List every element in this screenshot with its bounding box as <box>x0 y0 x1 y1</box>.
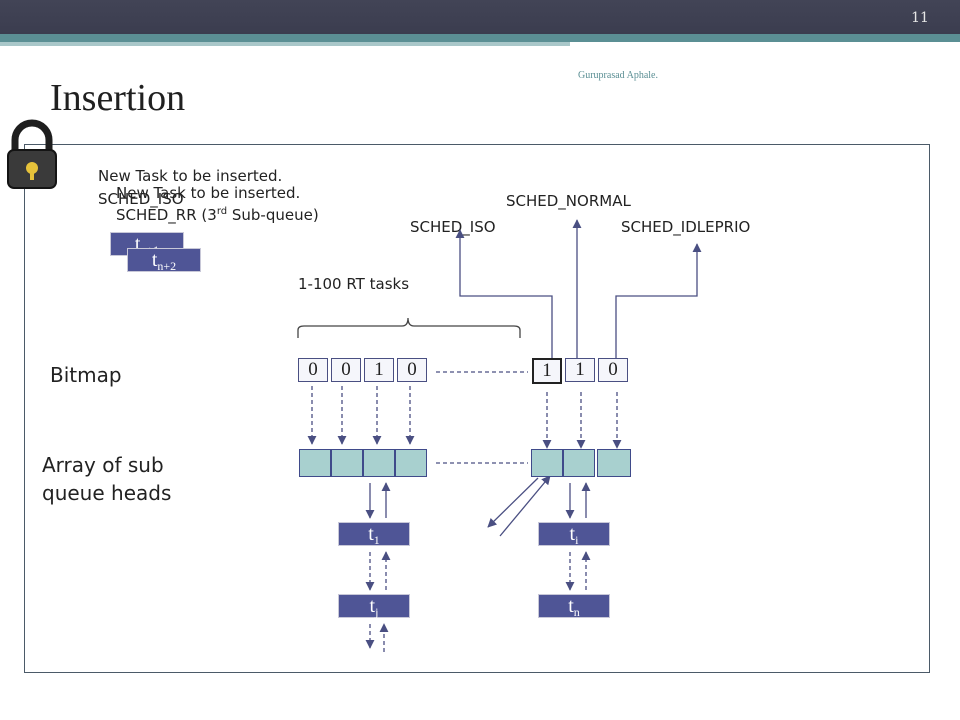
policy-iso-label: SCHED_ISO <box>410 218 496 236</box>
bitmap-cell: 0 <box>331 358 361 382</box>
new-task-label-1: New Task to be inserted. <box>98 167 283 185</box>
rt-tasks-label: 1-100 RT tasks <box>298 275 410 293</box>
diagram-frame <box>24 144 930 673</box>
task-node-t1[interactable]: t1 <box>338 522 410 547</box>
task-node-tj[interactable]: tj <box>338 594 410 619</box>
sub-queue-head <box>299 449 331 477</box>
page-number: 11 <box>911 10 929 26</box>
bitmap-cell: 1 <box>364 358 394 382</box>
bitmap-cell: 1 <box>565 358 595 382</box>
array-label-line1: Array of sub <box>42 453 164 477</box>
slide-accent-band <box>0 34 960 42</box>
lock-icon[interactable] <box>2 116 62 192</box>
policy-idleprio-label: SCHED_IDLEPRIO <box>621 218 751 236</box>
slide-accent-band-light <box>0 42 570 46</box>
sub-queue-head <box>531 449 563 477</box>
bitmap-cell-highlighted: 1 <box>532 358 562 384</box>
sub-queue-head <box>395 449 427 477</box>
task-node-ti[interactable]: ti <box>538 522 610 547</box>
new-task-label-2: New Task to be inserted. <box>116 184 301 202</box>
slide-top-bar <box>0 0 960 34</box>
bitmap-cell: 0 <box>298 358 328 382</box>
array-label-line2: queue heads <box>42 481 172 505</box>
slide-title: Insertion <box>50 77 186 119</box>
sub-queue-head <box>563 449 595 477</box>
sub-queue-head <box>331 449 363 477</box>
bitmap-cell: 0 <box>598 358 628 382</box>
bitmap-cell: 0 <box>397 358 427 382</box>
new-task-policy-2: SCHED_RR (3rd Sub-queue) <box>116 206 319 224</box>
task-node-tn[interactable]: tn <box>538 594 610 619</box>
new-task-policy-1: SCHED_ISO <box>98 190 184 208</box>
sub-queue-head <box>363 449 395 477</box>
new-task-box-2[interactable]: tn+2 <box>127 248 201 273</box>
sub-queue-head <box>597 449 631 477</box>
policy-normal-label: SCHED_NORMAL <box>506 192 631 210</box>
author-credit: Guruprasad Aphale. <box>578 70 658 81</box>
bitmap-label: Bitmap <box>50 363 122 387</box>
